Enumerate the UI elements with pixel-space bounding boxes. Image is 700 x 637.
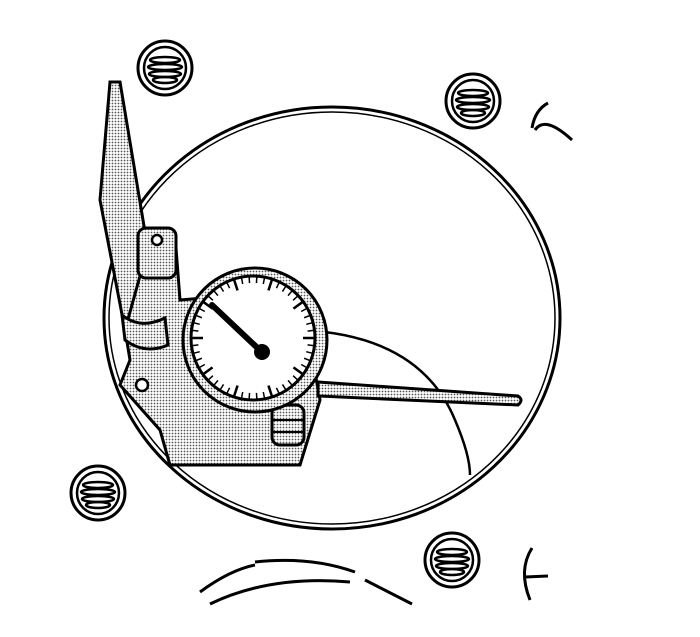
dial-tick: [306, 350, 314, 355]
dial-tick: [267, 385, 274, 398]
dial-tick: [281, 285, 287, 292]
bore-inner-circle: [108, 111, 556, 525]
dial-tick: [292, 366, 304, 376]
bore-circle: [102, 105, 562, 531]
edge-arc-right-top: [530, 101, 574, 142]
dial-tick: [212, 379, 219, 387]
dial-tick: [303, 357, 311, 362]
dial-tick: [292, 300, 304, 310]
dial-tick: [191, 329, 199, 332]
dial-tick: [207, 295, 214, 301]
dial-tick: [275, 387, 281, 395]
dial-tick: [262, 276, 266, 285]
dial-tick: [198, 363, 206, 369]
dial-tick: [303, 314, 311, 319]
dial-tick: [225, 387, 231, 395]
dial-tick: [307, 329, 315, 332]
bolt-hole-top-left: [136, 39, 194, 97]
dial-tick: [281, 384, 287, 391]
dial-tick: [300, 363, 308, 369]
dial-tick: [306, 321, 314, 326]
dial-tick: [300, 307, 308, 313]
dial-tick: [195, 314, 203, 319]
dial-tick: [192, 350, 200, 355]
dial-tick: [202, 366, 214, 376]
dial-tick: [292, 295, 299, 301]
dial-tick: [207, 375, 214, 381]
dial-tick: [212, 289, 219, 297]
gauge-rod: [316, 380, 523, 407]
dial-tick: [192, 321, 200, 326]
bolt-hole-bottom-right: [423, 531, 481, 589]
dial-gauge: [181, 266, 329, 414]
handle-collar: [120, 311, 170, 351]
dial-tick: [267, 278, 274, 291]
dial-tick: [292, 375, 299, 381]
dial-tick: [307, 344, 315, 347]
dial-tick: [225, 281, 231, 289]
edge-arc-bottom: [199, 558, 413, 606]
dial-tick: [198, 307, 206, 313]
dial-tick: [240, 391, 244, 400]
bolt-hole-bottom-left: [69, 464, 127, 522]
edge-arc-right-bottom: [523, 547, 549, 601]
dial-tick: [275, 281, 281, 289]
dial-ticks: [191, 276, 315, 400]
dial-tick: [195, 357, 203, 362]
gauge-bracket: [136, 226, 178, 280]
bolt-hole-top-right: [444, 72, 502, 130]
adjust-knob: [270, 403, 306, 447]
dial-tick: [191, 344, 199, 347]
dial-tick: [287, 289, 294, 297]
dial-tick: [262, 391, 266, 400]
dial-tick: [219, 384, 225, 391]
dial-tick: [232, 385, 239, 398]
dial-tick: [232, 278, 239, 291]
dial-tick: [219, 285, 225, 292]
dial-tick: [240, 276, 244, 285]
dial-tick: [287, 379, 294, 387]
